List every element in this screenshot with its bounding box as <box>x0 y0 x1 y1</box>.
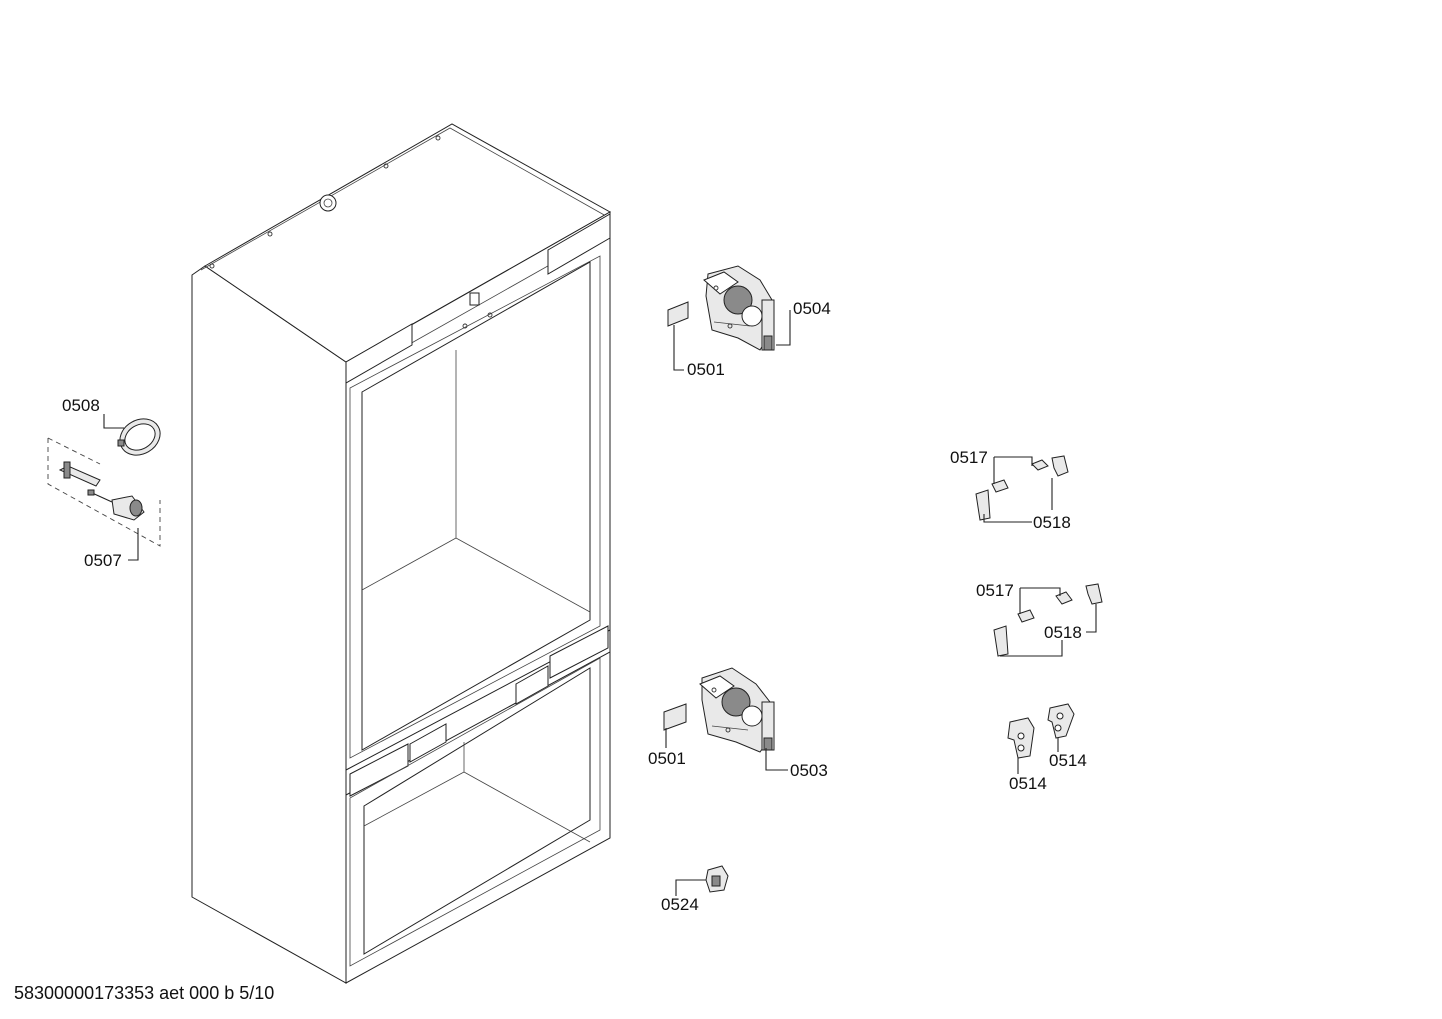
callout-0514-b: 0514 <box>1009 774 1047 793</box>
callout-0504: 0504 <box>793 299 831 318</box>
latch-0524 <box>705 865 729 893</box>
hinge-0504 <box>703 265 775 351</box>
callout-0507: 0507 <box>84 551 122 570</box>
callout-0501-top: 0501 <box>687 360 725 379</box>
drawing-reference-footer: 58300000173353 aet 000 b 5/10 <box>14 983 275 1003</box>
sensor-assembly-0507 <box>47 437 161 547</box>
callout-0524: 0524 <box>661 895 699 914</box>
callout-0517-b: 0517 <box>976 581 1014 600</box>
callout-0503: 0503 <box>790 761 828 780</box>
refrigerator-cabinet <box>191 123 612 984</box>
callout-0501-bottom: 0501 <box>648 749 686 768</box>
label-plate-0501-top <box>667 301 689 327</box>
callout-0518-a: 0518 <box>1033 513 1071 532</box>
hinge-0503 <box>699 667 775 753</box>
bracket-set-b <box>993 583 1103 657</box>
label-plate-0501-bottom <box>663 703 687 731</box>
callout-0514-a: 0514 <box>1049 751 1087 770</box>
callout-0508: 0508 <box>62 396 100 415</box>
callout-0518-b: 0518 <box>1044 623 1082 642</box>
leader-lines <box>103 310 1097 896</box>
callout-0517-a: 0517 <box>950 448 988 467</box>
bracket-0514-pair <box>1007 703 1075 759</box>
bracket-set-a <box>975 455 1069 521</box>
ring-clamp-0508 <box>117 418 161 456</box>
